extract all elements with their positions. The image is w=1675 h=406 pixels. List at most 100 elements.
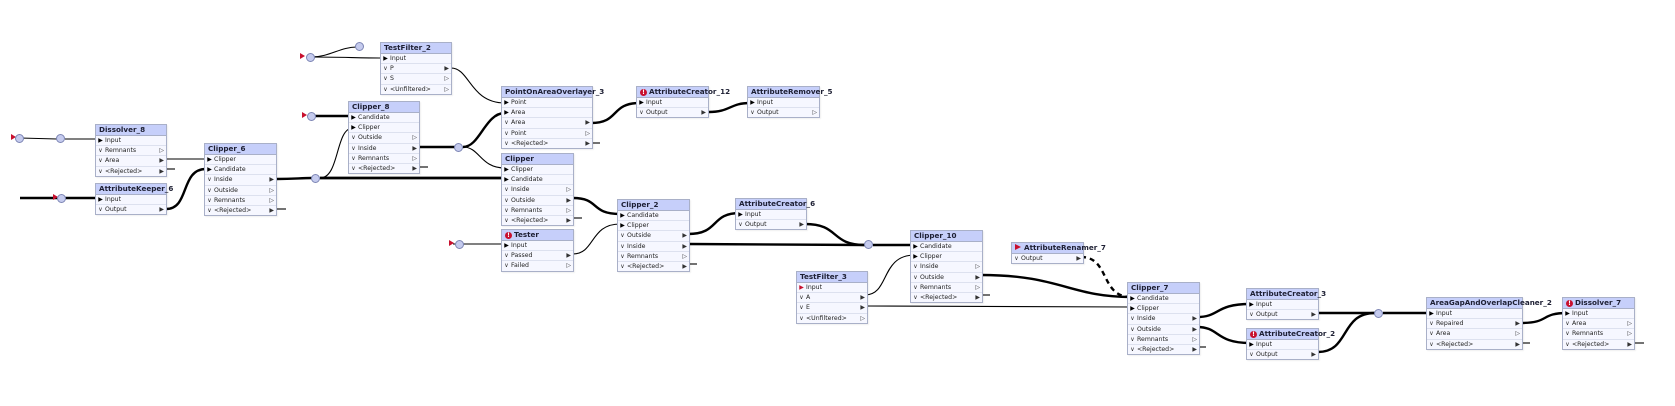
output-port[interactable]: ∨Outside▶ — [502, 196, 573, 206]
input-port[interactable]: ▶Input — [381, 54, 451, 65]
input-port[interactable]: ▶Input — [637, 98, 708, 109]
output-port[interactable]: ∨Inside▷ — [911, 262, 982, 273]
input-port[interactable]: ▶Candidate — [618, 211, 689, 222]
start-flag-icon[interactable] — [300, 53, 305, 59]
output-port[interactable]: ∨Remnants▷ — [1563, 329, 1634, 340]
output-port[interactable]: ∨<Unfiltered>▷ — [383, 85, 449, 93]
node-attributerenamer-7[interactable]: AttributeRenamer_7 ∨Output▶ — [1011, 242, 1106, 265]
output-port[interactable]: ∨A▶ — [797, 293, 867, 304]
output-port[interactable]: ∨<Rejected>▶ — [351, 164, 417, 172]
output-port[interactable]: ∨Area▶ — [502, 118, 592, 129]
output-port[interactable]: ∨<Rejected>▶ — [913, 293, 980, 301]
input-port[interactable]: ▶Input — [1247, 340, 1318, 351]
input-port[interactable]: ▶Input — [502, 241, 573, 252]
output-port[interactable]: ∨Point▷ — [502, 129, 592, 139]
output-port[interactable]: ∨Output▶ — [639, 109, 706, 117]
node-attributecreator-6[interactable]: AttributeCreator_6 ▶Input ∨Output▶ — [735, 198, 815, 231]
bookmark-junction[interactable] — [355, 42, 364, 51]
output-port[interactable]: ∨<Rejected>▶ — [1429, 340, 1520, 348]
input-port[interactable]: ▶Candidate — [205, 165, 276, 176]
output-port[interactable]: ∨Outside▷ — [349, 133, 419, 144]
junction-point[interactable] — [311, 174, 320, 183]
node-dissolver-8[interactable]: Dissolver_8 ▶Input ∨Remnants▷ ∨Area▶ ∨<R… — [95, 124, 167, 177]
output-port[interactable]: ∨<Rejected>▶ — [1130, 345, 1197, 353]
node-clipper[interactable]: Clipper ▶Clipper ▶Candidate ∨Inside▷ ∨Ou… — [501, 153, 574, 227]
node-clipper-2[interactable]: Clipper_2 ▶Candidate ▶Clipper ∨Outside▶ … — [617, 199, 690, 273]
junction-point[interactable] — [1374, 309, 1383, 318]
junction-point[interactable] — [306, 53, 315, 62]
input-port[interactable]: ▶Clipper — [618, 221, 689, 232]
junction-point[interactable] — [307, 112, 316, 121]
output-port[interactable]: ∨Inside▶ — [618, 242, 689, 252]
input-port[interactable]: ▶Candidate — [911, 242, 982, 253]
input-port[interactable]: ▶Clipper — [1128, 304, 1199, 315]
input-port[interactable]: ▶Candidate — [349, 113, 419, 124]
input-port[interactable]: ▶Input — [1247, 300, 1318, 311]
junction-point[interactable] — [15, 134, 24, 143]
output-port[interactable]: ∨Outside▶ — [911, 273, 982, 283]
input-port[interactable]: ▶Clipper — [502, 165, 573, 176]
output-port[interactable]: ∨<Rejected>▶ — [1565, 340, 1632, 348]
output-port[interactable]: ∨<Rejected>▶ — [98, 167, 164, 175]
node-attributecreator-12[interactable]: !AttributeCreator_12 ▶Input ∨Output▶ — [636, 86, 730, 119]
output-port[interactable]: ∨<Rejected>▶ — [504, 216, 571, 224]
output-port[interactable]: ∨Remnants▷ — [618, 252, 689, 262]
output-port[interactable]: ∨Area▷ — [1563, 319, 1634, 330]
node-clipper-10[interactable]: Clipper_10 ▶Candidate ▶Clipper ∨Inside▷ … — [910, 230, 983, 304]
output-port[interactable]: ∨Passed▶ — [502, 251, 573, 262]
output-port[interactable]: ∨Outside▶ — [1128, 325, 1199, 335]
input-port[interactable]: ▶Candidate — [502, 175, 573, 186]
input-port[interactable]: ▶Point — [502, 98, 592, 109]
node-pointonareaoverlayer-3[interactable]: PointOnAreaOverlayer_3 ▶Point ▶Area ∨Are… — [501, 86, 604, 149]
input-port[interactable]: ▶Input — [96, 195, 166, 206]
junction-point[interactable] — [57, 194, 66, 203]
output-port[interactable]: ∨Output▶ — [738, 221, 804, 229]
output-port[interactable]: ∨Repaired▶ — [1427, 319, 1522, 330]
output-port[interactable]: ∨<Rejected>▶ — [620, 262, 687, 270]
node-clipper-6[interactable]: Clipper_6 ▶Clipper ▶Candidate ∨Inside▶ ∨… — [204, 143, 277, 217]
input-port[interactable]: ▶Input — [736, 210, 806, 221]
input-port[interactable]: ▶Input — [96, 136, 166, 147]
output-port[interactable]: ∨<Rejected>▶ — [504, 139, 590, 147]
output-port[interactable]: ∨Output▶ — [1249, 351, 1316, 359]
output-port[interactable]: ∨Output▷ — [750, 109, 817, 117]
output-port[interactable]: ∨<Unfiltered>▷ — [799, 314, 865, 322]
output-port[interactable]: ∨Output▶ — [1014, 255, 1081, 262]
output-port[interactable]: ∨P▶ — [381, 64, 451, 75]
junction-point[interactable] — [56, 134, 65, 143]
input-port[interactable]: ▶Input — [1563, 309, 1634, 320]
node-clipper-7[interactable]: Clipper_7 ▶Candidate ▶Clipper ∨Inside▶ ∨… — [1127, 282, 1200, 356]
node-areagapandoverlapcleaner-2[interactable]: AreaGapAndOverlapCleaner_2 ▶Input ∨Repai… — [1426, 297, 1552, 350]
output-port[interactable]: ∨S▷ — [381, 74, 451, 85]
output-port[interactable]: ∨Inside▶ — [205, 175, 276, 186]
input-port[interactable]: ▶Area — [502, 108, 592, 119]
output-port[interactable]: ∨Remnants▷ — [1128, 335, 1199, 345]
node-attributecreator-2[interactable]: !AttributeCreator_2 ▶Input ∨Output▶ — [1246, 328, 1335, 361]
junction-point[interactable] — [454, 143, 463, 152]
junction-point[interactable] — [455, 240, 464, 249]
input-port[interactable]: ▶Clipper — [911, 252, 982, 263]
node-clipper-8[interactable]: Clipper_8 ▶Candidate ▶Clipper ∨Outside▷ … — [348, 101, 420, 175]
start-flag-icon[interactable] — [53, 194, 58, 200]
output-port[interactable]: ∨Area▷ — [1427, 329, 1522, 340]
input-port[interactable]: ▶Input — [748, 98, 819, 109]
output-port[interactable]: ∨Inside▶ — [1128, 314, 1199, 325]
output-port[interactable]: ∨Output▶ — [98, 206, 164, 214]
output-port[interactable]: ∨E▶ — [797, 303, 867, 314]
output-port[interactable]: ∨Remnants▷ — [911, 283, 982, 293]
input-port[interactable]: ▶Clipper — [349, 123, 419, 134]
output-port[interactable]: ∨Remnants▷ — [502, 206, 573, 216]
output-port[interactable]: ∨Inside▷ — [502, 185, 573, 196]
output-port[interactable]: ∨Area▶ — [96, 156, 166, 167]
start-flag-icon[interactable] — [302, 112, 307, 118]
input-port[interactable]: ▶Candidate — [1128, 294, 1199, 305]
start-flag-icon[interactable] — [11, 134, 16, 140]
node-tester[interactable]: !Tester ▶Input ∨Passed▶ ∨Failed▷ — [501, 229, 574, 272]
start-flag-icon[interactable] — [449, 240, 454, 246]
node-attributekeeper-6[interactable]: AttributeKeeper_6 ▶Input ∨Output▶ — [95, 183, 173, 216]
output-port[interactable]: ∨<Rejected>▶ — [207, 206, 274, 214]
node-attributecreator-3[interactable]: AttributeCreator_3 ▶Input ∨Output▶ — [1246, 288, 1326, 321]
output-port[interactable]: ∨Outside▶ — [618, 231, 689, 242]
output-port[interactable]: ∨Failed▷ — [504, 262, 571, 270]
